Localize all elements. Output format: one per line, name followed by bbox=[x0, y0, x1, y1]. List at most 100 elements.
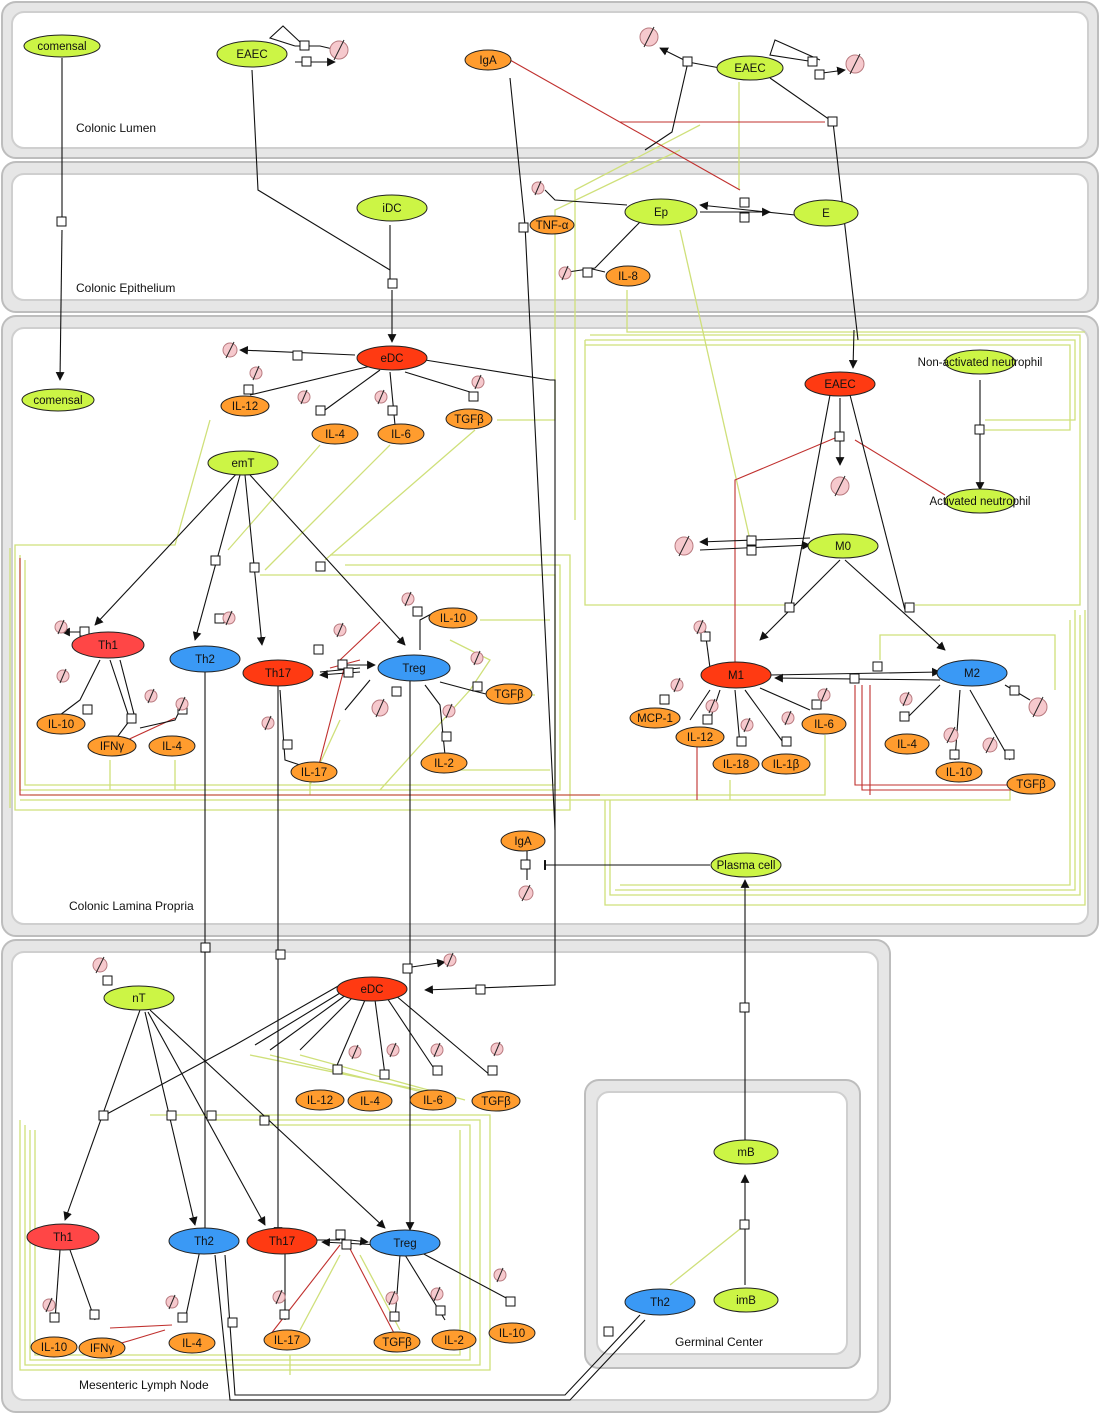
node-shape bbox=[295, 1089, 345, 1111]
node-il1b: IL-1β bbox=[761, 753, 811, 775]
node-shape bbox=[793, 199, 859, 227]
node-il10-lp-treg: IL-10 bbox=[428, 607, 478, 629]
node-th17-ln: Th17 bbox=[246, 1227, 318, 1255]
node-shape bbox=[242, 659, 314, 687]
node-shape bbox=[207, 450, 279, 476]
node-il10-m2: IL-10 bbox=[935, 761, 983, 783]
degradation-sinks bbox=[42, 26, 1048, 1313]
node-shape bbox=[23, 34, 101, 58]
node-shape bbox=[87, 735, 137, 757]
node-label: Treg bbox=[402, 663, 425, 675]
node-e: E bbox=[793, 199, 859, 227]
node-shape bbox=[30, 1336, 78, 1358]
node-shape bbox=[373, 1331, 421, 1353]
compartment-germinal-center: Germinal Center bbox=[584, 1079, 861, 1369]
node-label: M1 bbox=[728, 670, 744, 682]
node-shape bbox=[884, 733, 930, 755]
node-label: iDC bbox=[382, 203, 401, 215]
node-shape bbox=[409, 1089, 457, 1111]
node-label: IL-4 bbox=[897, 739, 917, 751]
node-shape bbox=[713, 1139, 779, 1165]
node-shape bbox=[713, 1287, 779, 1313]
node-shape bbox=[263, 1329, 311, 1351]
node-shape bbox=[936, 659, 1008, 687]
node-shape bbox=[529, 215, 575, 235]
compartment-label: Colonic Lamina Propria bbox=[69, 899, 194, 913]
node-label: M2 bbox=[964, 668, 980, 680]
compartment-label: Colonic Lumen bbox=[76, 121, 156, 135]
node-label: Th2 bbox=[194, 1236, 214, 1248]
node-eaec-lp: EAEC bbox=[804, 371, 876, 397]
node-shape bbox=[488, 1322, 536, 1344]
node-th2-ln: Th2 bbox=[168, 1227, 240, 1255]
node-th1-ln: Th1 bbox=[26, 1223, 100, 1251]
node-label: TGFβ bbox=[494, 689, 524, 701]
node-shape bbox=[624, 198, 698, 226]
node-comensal-lp: comensal bbox=[21, 388, 95, 412]
node-label: TNF-α bbox=[536, 220, 569, 232]
node-il10-ln-th1: IL-10 bbox=[30, 1336, 78, 1358]
process-boxes bbox=[49, 40, 1020, 1337]
compartment-label: Mesenteric Lymph Node bbox=[79, 1378, 209, 1392]
node-shape bbox=[168, 1227, 240, 1255]
node-label: mB bbox=[737, 1147, 755, 1159]
node-shape bbox=[935, 761, 983, 783]
node-label: eDC bbox=[380, 353, 403, 365]
node-label: Activated neutrophil bbox=[929, 496, 1030, 508]
node-tgfb-ln-treg: TGFβ bbox=[373, 1331, 421, 1353]
node-th2-lp: Th2 bbox=[169, 645, 241, 673]
node-label: Plasma cell bbox=[717, 860, 776, 872]
node-label: IL-12 bbox=[307, 1095, 333, 1107]
node-shape bbox=[220, 395, 270, 417]
node-edc-ln: eDC bbox=[336, 976, 408, 1002]
compartment-colonic-lumen: Colonic Lumen bbox=[1, 1, 1099, 159]
node-shape bbox=[21, 388, 95, 412]
compartment-colonic-lamina-propria: Colonic Lamina Propria bbox=[1, 315, 1099, 937]
node-label: E bbox=[822, 208, 830, 220]
node-label: EAEC bbox=[734, 63, 765, 75]
node-label: M0 bbox=[835, 541, 851, 553]
node-th17-lp: Th17 bbox=[242, 659, 314, 687]
node-plasma: Plasma cell bbox=[710, 852, 782, 878]
node-label: IL-10 bbox=[48, 719, 74, 731]
node-label: IL-10 bbox=[41, 1342, 67, 1354]
node-label: Ep bbox=[654, 207, 668, 219]
node-shape bbox=[804, 371, 876, 397]
node-il10-ln-treg: IL-10 bbox=[488, 1322, 536, 1344]
node-label: TGFβ bbox=[1016, 779, 1046, 791]
node-il17-ln: IL-17 bbox=[263, 1329, 311, 1351]
node-shape bbox=[944, 349, 1016, 375]
node-m0: M0 bbox=[807, 533, 879, 559]
node-shape bbox=[420, 752, 468, 774]
node-imb: imB bbox=[713, 1287, 779, 1313]
node-label: IL-12 bbox=[232, 401, 258, 413]
node-label: TGFβ bbox=[481, 1096, 511, 1108]
node-label: nT bbox=[132, 993, 145, 1005]
node-label: EAEC bbox=[824, 379, 855, 391]
node-il12-ln: IL-12 bbox=[295, 1089, 345, 1111]
node-label: Th17 bbox=[265, 668, 291, 680]
node-shape bbox=[431, 1329, 477, 1351]
node-label: IL-6 bbox=[423, 1095, 443, 1107]
node-label: Non-activated neutrophil bbox=[918, 357, 1043, 369]
node-shape bbox=[356, 345, 428, 371]
node-nan: Non-activated neutrophil bbox=[918, 349, 1043, 375]
node-shape bbox=[1006, 773, 1056, 795]
node-label: Th2 bbox=[195, 654, 215, 666]
node-il4-lp: IL-4 bbox=[311, 423, 359, 445]
node-shape bbox=[377, 654, 451, 682]
node-idc: iDC bbox=[356, 194, 428, 222]
node-treg-ln: Treg bbox=[369, 1229, 441, 1257]
compartment-label: Germinal Center bbox=[675, 1335, 763, 1349]
node-shape bbox=[944, 488, 1016, 514]
node-ep: Ep bbox=[624, 198, 698, 226]
node-shape bbox=[710, 852, 782, 878]
node-label: IL-8 bbox=[618, 271, 638, 283]
node-nt: nT bbox=[103, 985, 175, 1011]
node-label: Th1 bbox=[53, 1232, 73, 1244]
node-label: IL-18 bbox=[723, 759, 749, 771]
node-il4-m2: IL-4 bbox=[884, 733, 930, 755]
node-label: IFNγ bbox=[90, 1343, 115, 1355]
node-label: EAEC bbox=[236, 49, 267, 61]
